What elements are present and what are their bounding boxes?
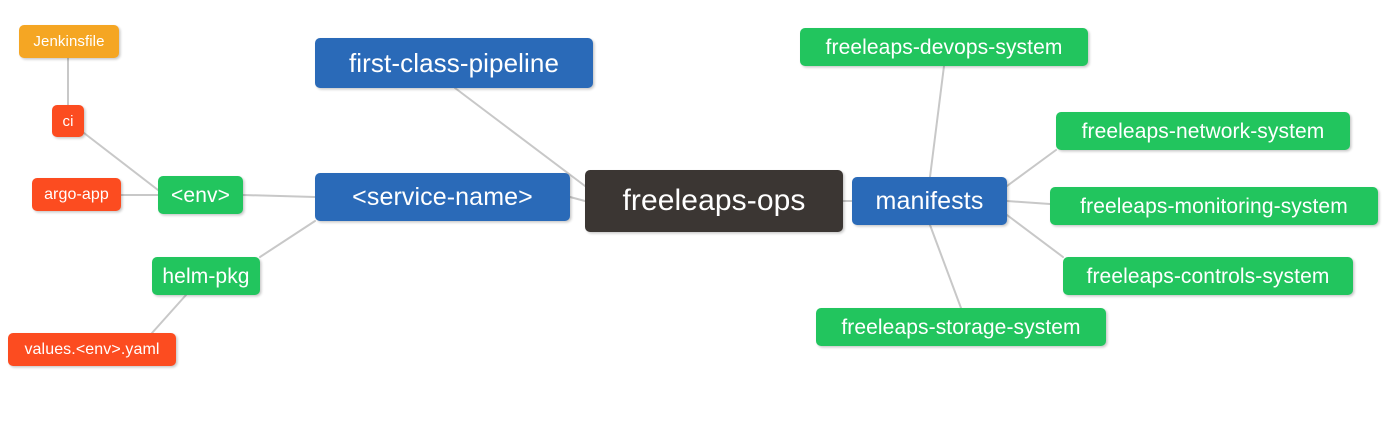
mindmap-node-manifests[interactable]: manifests xyxy=(852,177,1007,225)
edge-manifests-to-freeleaps-network-system xyxy=(1006,149,1057,187)
mindmap-node-service-name[interactable]: <service-name> xyxy=(315,173,570,221)
mindmap-node-label-freeleaps-devops-system: freeleaps-devops-system xyxy=(825,35,1063,59)
mindmap-node-freeleaps-storage-system[interactable]: freeleaps-storage-system xyxy=(816,308,1106,346)
mindmap-node-ci[interactable]: ci xyxy=(52,105,84,137)
mindmap-node-label-ci: ci xyxy=(62,112,74,130)
mindmap-node-label-freeleaps-ops: freeleaps-ops xyxy=(622,184,806,217)
mindmap-node-jenkinsfile[interactable]: Jenkinsfile xyxy=(19,25,119,58)
mindmap-node-freeleaps-network-system[interactable]: freeleaps-network-system xyxy=(1056,112,1350,150)
mindmap-node-label-freeleaps-network-system: freeleaps-network-system xyxy=(1081,119,1325,143)
edge-freeleaps-ops-to-service-name xyxy=(569,196,586,202)
edge-service-name-to-helm-pkg xyxy=(259,220,316,258)
mindmap-node-freeleaps-controls-system[interactable]: freeleaps-controls-system xyxy=(1063,257,1353,295)
mindmap-node-freeleaps-devops-system[interactable]: freeleaps-devops-system xyxy=(800,28,1088,66)
mindmap-node-label-first-class-pipeline: first-class-pipeline xyxy=(348,48,560,78)
mindmap-node-label-service-name: <service-name> xyxy=(352,182,533,211)
edge-manifests-to-freeleaps-storage-system xyxy=(929,224,962,309)
mindmap-node-label-argo-app: argo-app xyxy=(44,185,109,203)
edge-manifests-to-freeleaps-monitoring-system xyxy=(1006,200,1051,205)
edge-freeleaps-ops-to-first-class-pipeline xyxy=(454,87,586,187)
mindmap-node-argo-app[interactable]: argo-app xyxy=(32,178,121,211)
mindmap-node-label-helm-pkg: helm-pkg xyxy=(162,264,250,288)
mindmap-node-first-class-pipeline[interactable]: first-class-pipeline xyxy=(315,38,593,88)
mindmap-node-label-freeleaps-storage-system: freeleaps-storage-system xyxy=(841,315,1081,339)
mindmap-node-freeleaps-ops[interactable]: freeleaps-ops xyxy=(585,170,843,232)
mindmap-node-label-values-env-yaml: values.<env>.yaml xyxy=(24,340,160,358)
edge-service-name-to-env xyxy=(242,194,316,198)
mindmap-node-label-freeleaps-monitoring-system: freeleaps-monitoring-system xyxy=(1080,194,1348,218)
mindmap-node-freeleaps-monitoring-system[interactable]: freeleaps-monitoring-system xyxy=(1050,187,1378,225)
mindmap-node-values-env-yaml[interactable]: values.<env>.yaml xyxy=(8,333,176,366)
edge-helm-pkg-to-values-env-yaml xyxy=(151,294,187,334)
mindmap-node-label-manifests: manifests xyxy=(875,186,984,215)
mindmap-node-helm-pkg[interactable]: helm-pkg xyxy=(152,257,260,295)
mindmap-node-label-jenkinsfile: Jenkinsfile xyxy=(33,33,105,50)
edge-manifests-to-freeleaps-devops-system xyxy=(929,65,945,178)
mindmap-node-label-freeleaps-controls-system: freeleaps-controls-system xyxy=(1086,264,1330,288)
mindmap-node-env[interactable]: <env> xyxy=(158,176,243,214)
mindmap-node-label-env: <env> xyxy=(171,183,230,207)
